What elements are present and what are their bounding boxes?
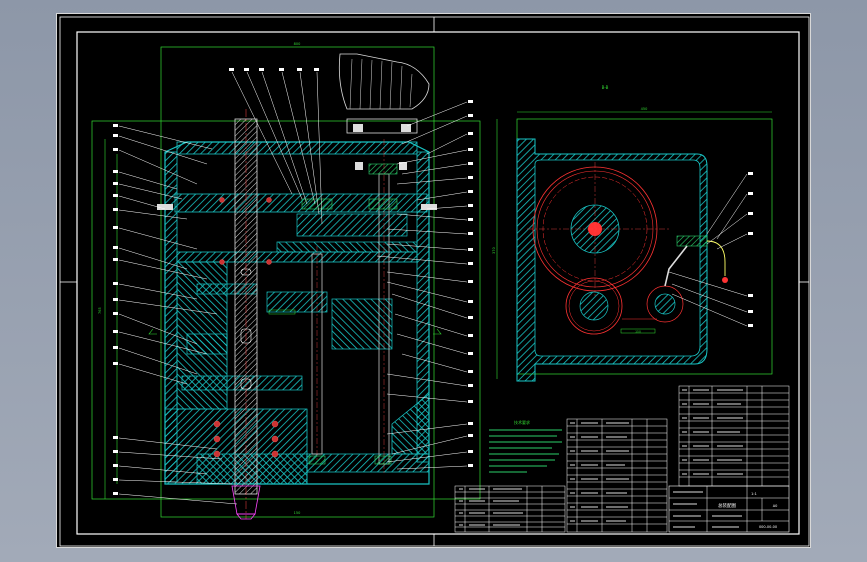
tech-requirements: 技术要求 [489,419,562,473]
title-block-scale: 1:1 [751,492,757,496]
parts-list-upper [678,385,790,487]
dim-base: 150 [294,511,301,515]
assembly-drawing: 800 765 150 [59,16,810,547]
inner-frame [76,31,800,535]
dim-side-width: 450 [641,107,648,111]
title-block-drawing-no: 000-00-00 [759,525,777,529]
tech-req-title: 技术要求 [514,419,530,425]
dim-side-height: 370 [492,247,496,254]
outer-frame [59,16,810,547]
title-block-name: 总装配图 [718,502,736,509]
dim-base-side: 150 [635,330,641,334]
section-b-b-view: B-B 450 370 [492,85,773,382]
section-label: B-B [602,85,609,90]
frame-ticks [60,17,809,546]
drawing-sheet: 800 765 150 [56,13,811,548]
dim-overall-width: 800 [294,42,301,46]
table-text-strokes [459,389,743,526]
parts-list-middle [566,418,668,533]
title-block-sheet: A0 [773,504,778,508]
parts-list-lower [454,485,566,533]
dim-overall-height: 765 [98,307,102,314]
front-section-view: 800 765 150 [91,42,481,520]
left-balloon-labels [113,124,118,495]
title-block: 总装配图 1:1 A0 000-00-00 [668,485,790,533]
